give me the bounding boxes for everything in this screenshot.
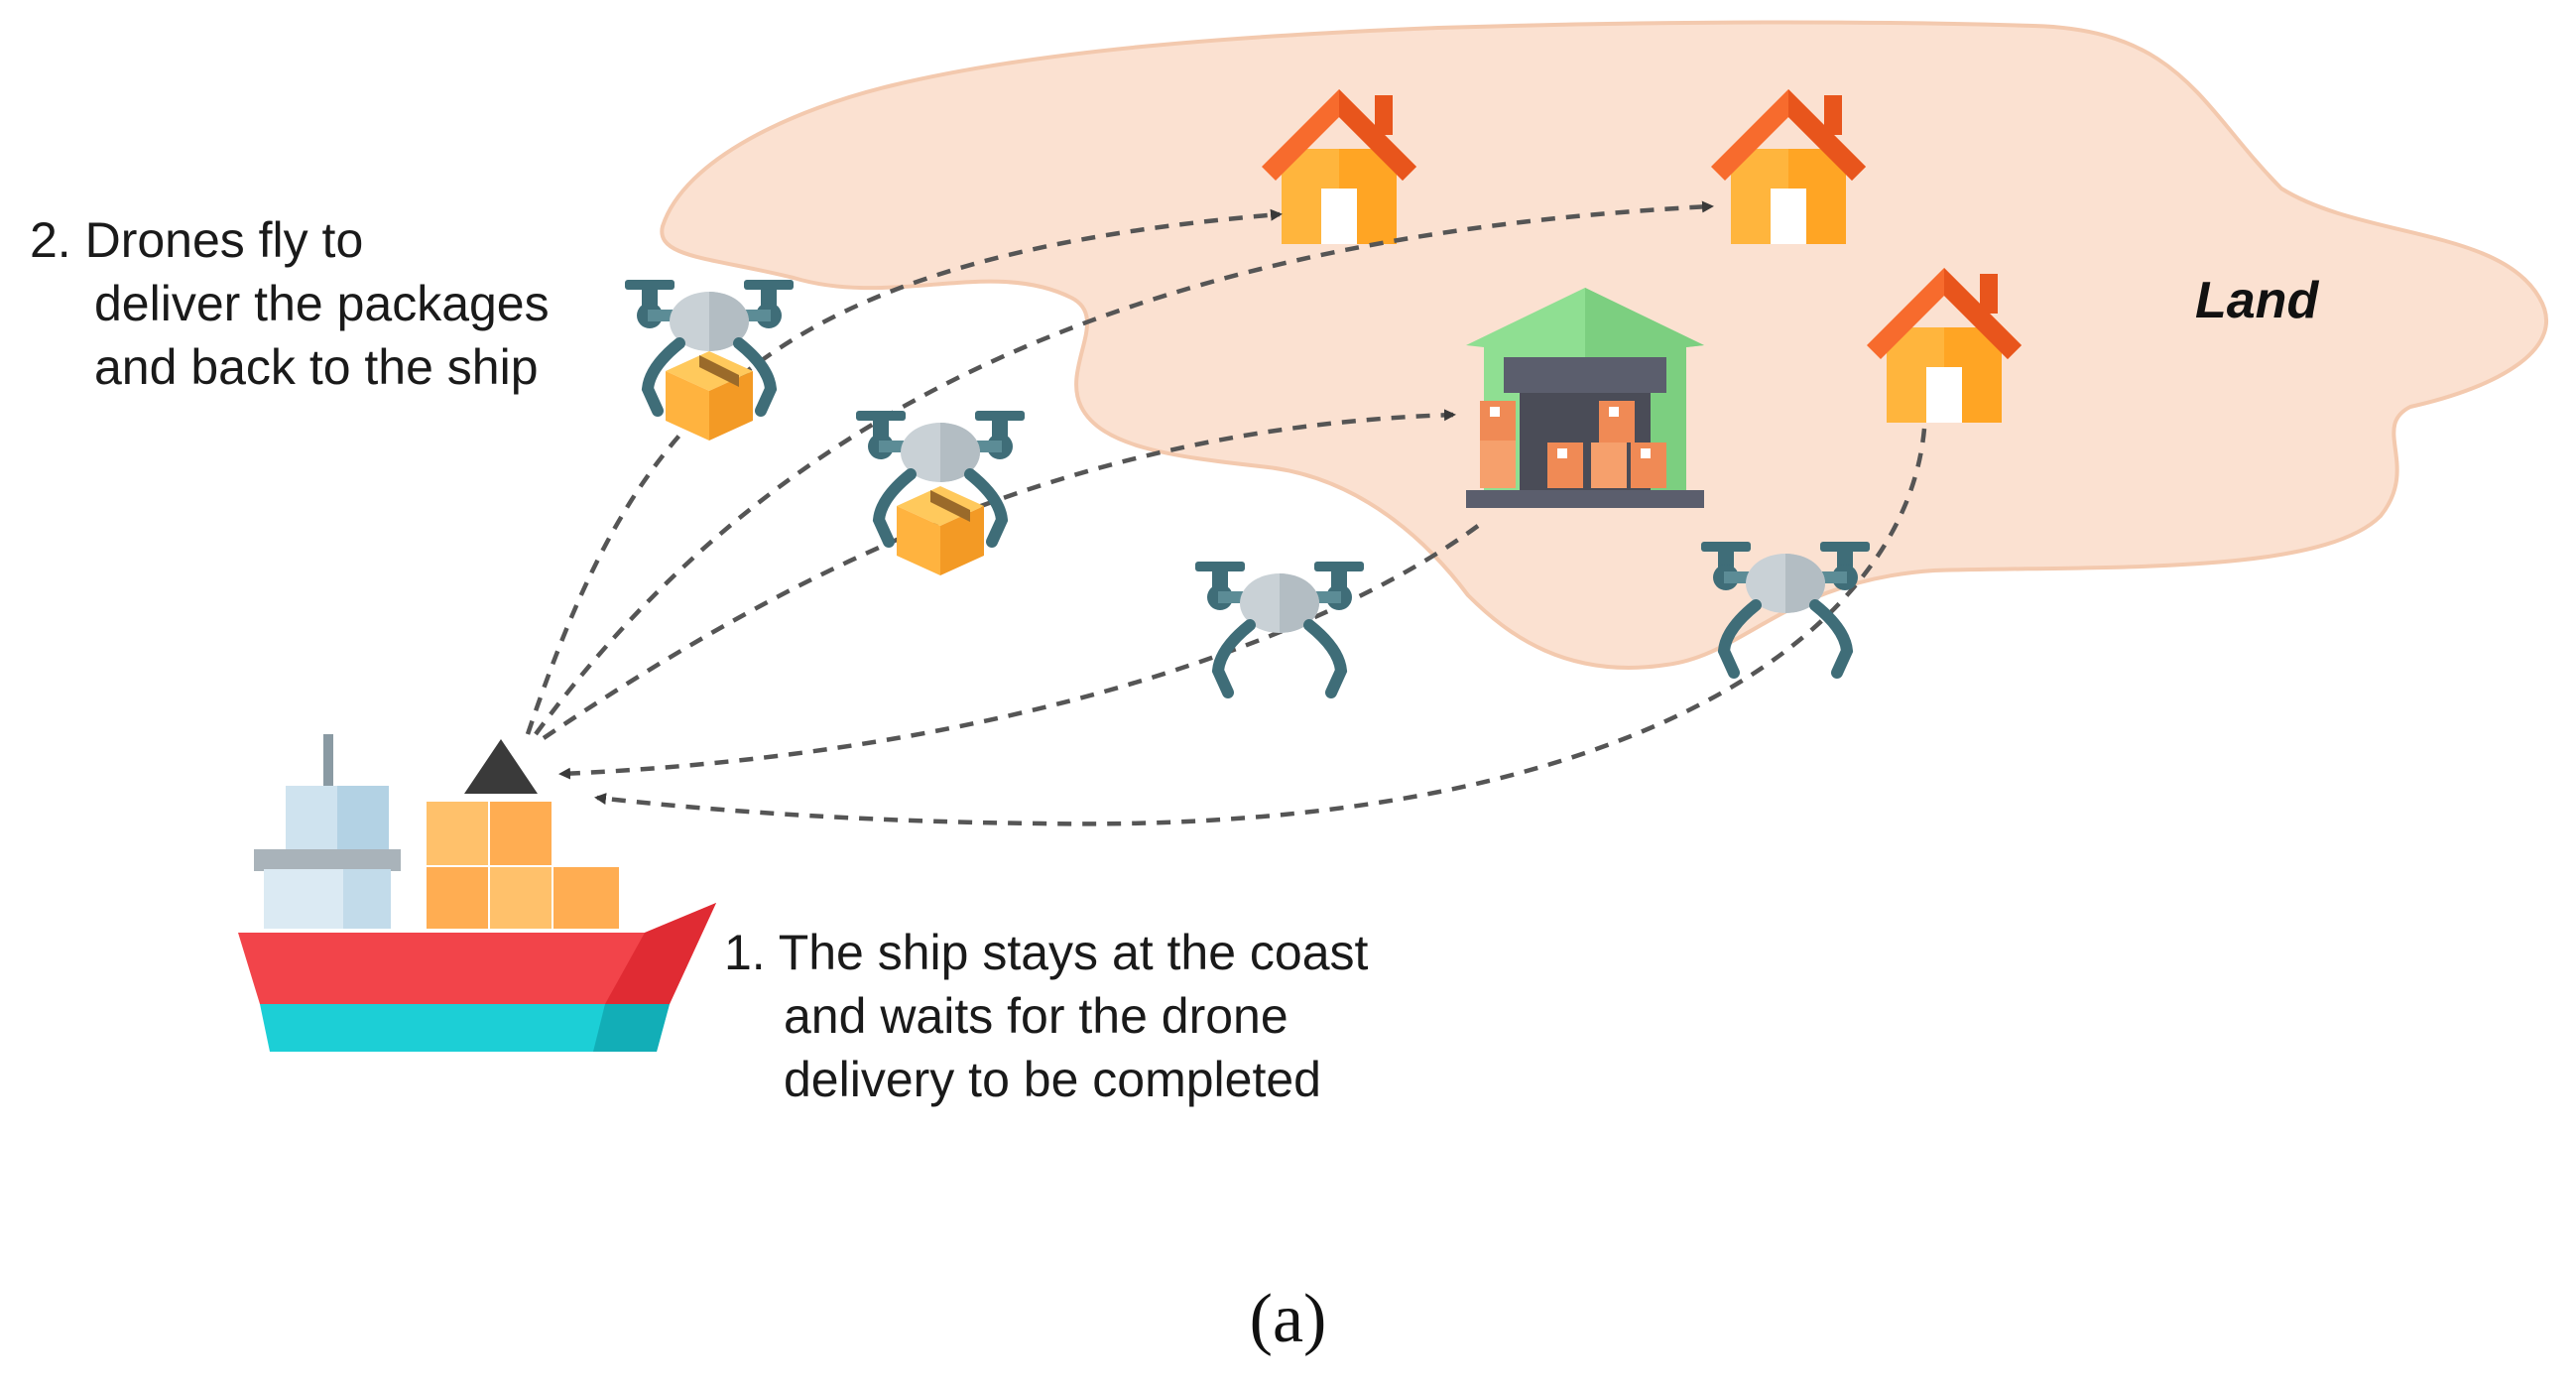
drone-with-package-icon bbox=[856, 411, 1025, 575]
step-1-line-3: delivery to be completed bbox=[784, 1052, 1321, 1107]
ship-icon bbox=[238, 734, 716, 1052]
drone-icon bbox=[1195, 562, 1364, 693]
step-2-line-3: and back to the ship bbox=[94, 339, 539, 395]
step-2-line-1: 2. Drones fly to bbox=[30, 212, 364, 268]
path-to-house-2 bbox=[534, 200, 1714, 736]
warehouse-icon bbox=[1466, 288, 1704, 508]
path-house-3-return bbox=[594, 428, 1927, 826]
path-warehouse-return bbox=[558, 524, 1480, 780]
drone-with-package-icon bbox=[625, 280, 794, 441]
step-1-label: 1. The ship stays at the coast and waits… bbox=[724, 921, 1368, 1111]
ship-marker-triangle bbox=[464, 739, 538, 794]
step-2-line-2: deliver the packages bbox=[94, 276, 550, 331]
step-1-line-1: 1. The ship stays at the coast bbox=[724, 925, 1369, 980]
land-label: Land bbox=[2195, 272, 2319, 329]
figure-caption: (a) bbox=[1249, 1281, 1327, 1357]
step-2-label: 2. Drones fly to deliver the packages an… bbox=[30, 208, 550, 399]
step-1-line-2: and waits for the drone bbox=[784, 988, 1288, 1044]
